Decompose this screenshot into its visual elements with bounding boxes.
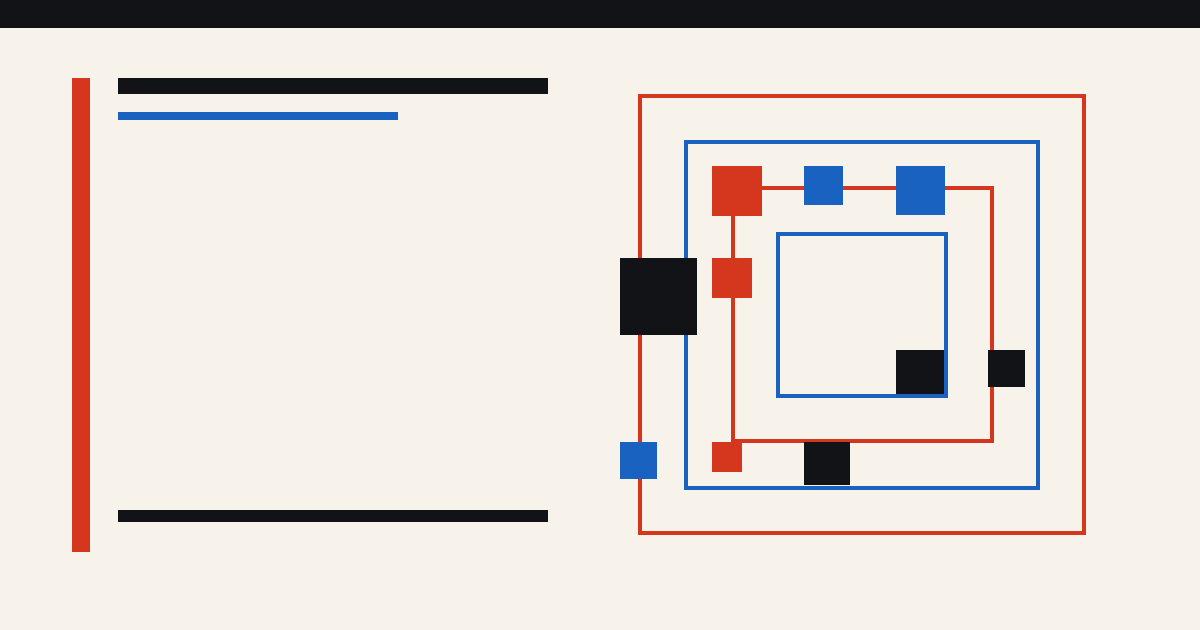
inner-red-frame	[731, 186, 994, 443]
black-block-right	[988, 350, 1025, 387]
title-placeholder-bar	[118, 78, 548, 94]
left-accent-bar	[72, 78, 90, 552]
red-square-middle	[712, 258, 752, 298]
top-band	[0, 0, 1200, 28]
black-block-left	[620, 258, 697, 335]
black-block-bottom	[804, 442, 850, 485]
blue-square-top-b	[896, 166, 945, 215]
red-square-top	[712, 166, 762, 216]
inner-blue-frame	[776, 232, 948, 398]
footer-placeholder-bar	[118, 510, 548, 522]
black-block-inner	[896, 350, 944, 394]
blue-square-bottom-left	[620, 442, 657, 479]
outer-red-frame	[638, 94, 1086, 535]
red-square-bottom	[712, 442, 742, 472]
blue-square-top-a	[804, 166, 843, 205]
subtitle-placeholder-bar	[118, 112, 398, 120]
